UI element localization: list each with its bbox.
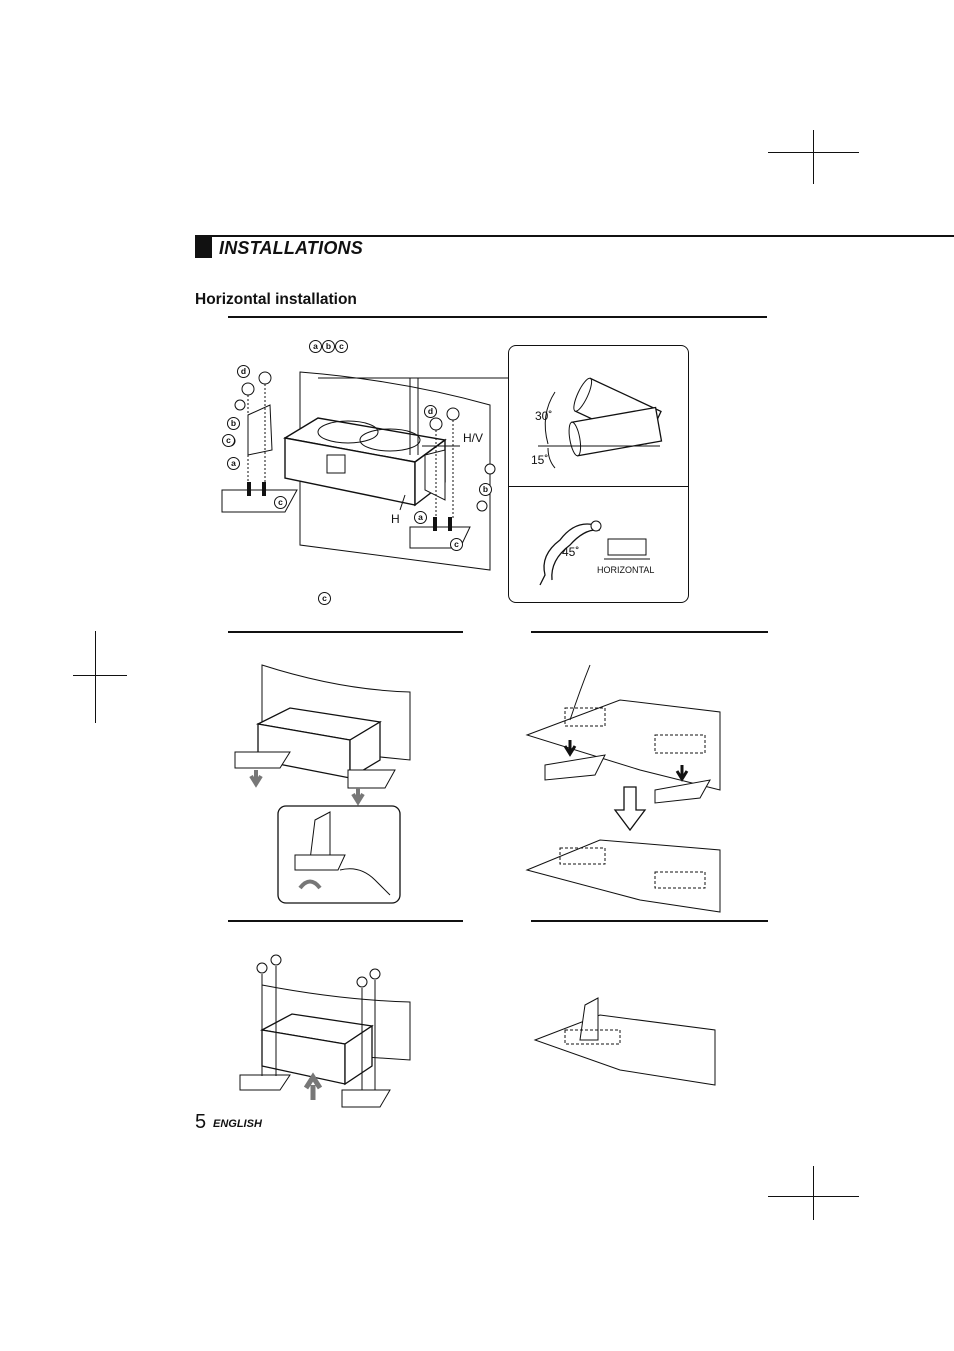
part-label-c-top: c	[335, 340, 348, 353]
callout-c-left: c	[222, 434, 235, 447]
step3-rule	[531, 631, 768, 633]
step4-rule	[228, 920, 463, 922]
inset-panel	[508, 345, 689, 603]
callout-a-right: a	[414, 511, 427, 524]
inset-divider	[509, 486, 688, 487]
callout-b-left: b	[227, 417, 240, 430]
step2-rule	[228, 631, 463, 633]
crop-mark-top-right-v	[813, 130, 814, 184]
part-label-a-top: a	[309, 340, 322, 353]
angle-15-label: 15˚	[531, 453, 549, 467]
callout-d-right: d	[424, 405, 437, 418]
page-number: 5	[195, 1111, 207, 1133]
hv-label: H/V	[463, 431, 484, 445]
callout-c-bottom-right: c	[450, 538, 463, 551]
page-language: ENGLISH	[213, 1118, 262, 1130]
subsection-title: Horizontal installation	[195, 291, 357, 308]
crop-mark-bottom-right-v	[813, 1166, 814, 1220]
section-rule	[195, 235, 954, 237]
angle-45-label: 45˚	[562, 545, 580, 559]
part-label-b-top: b	[322, 340, 335, 353]
angle-30-label: 30˚	[535, 409, 553, 423]
subsection-rule	[228, 316, 767, 318]
crop-mark-left-h	[73, 675, 127, 676]
callout-b-right: b	[479, 483, 492, 496]
callout-d-left: d	[237, 365, 250, 378]
step5-rule	[531, 920, 768, 922]
callout-c-note: c	[318, 592, 331, 605]
callout-a-left: a	[227, 457, 240, 470]
callout-c-bottom-left: c	[274, 496, 287, 509]
h-label: H	[391, 512, 400, 526]
horizontal-mode-label: HORIZONTAL	[597, 565, 655, 575]
crop-mark-left-v	[95, 631, 96, 723]
section-marker	[195, 237, 212, 258]
section-title: INSTALLATIONS	[219, 238, 363, 258]
